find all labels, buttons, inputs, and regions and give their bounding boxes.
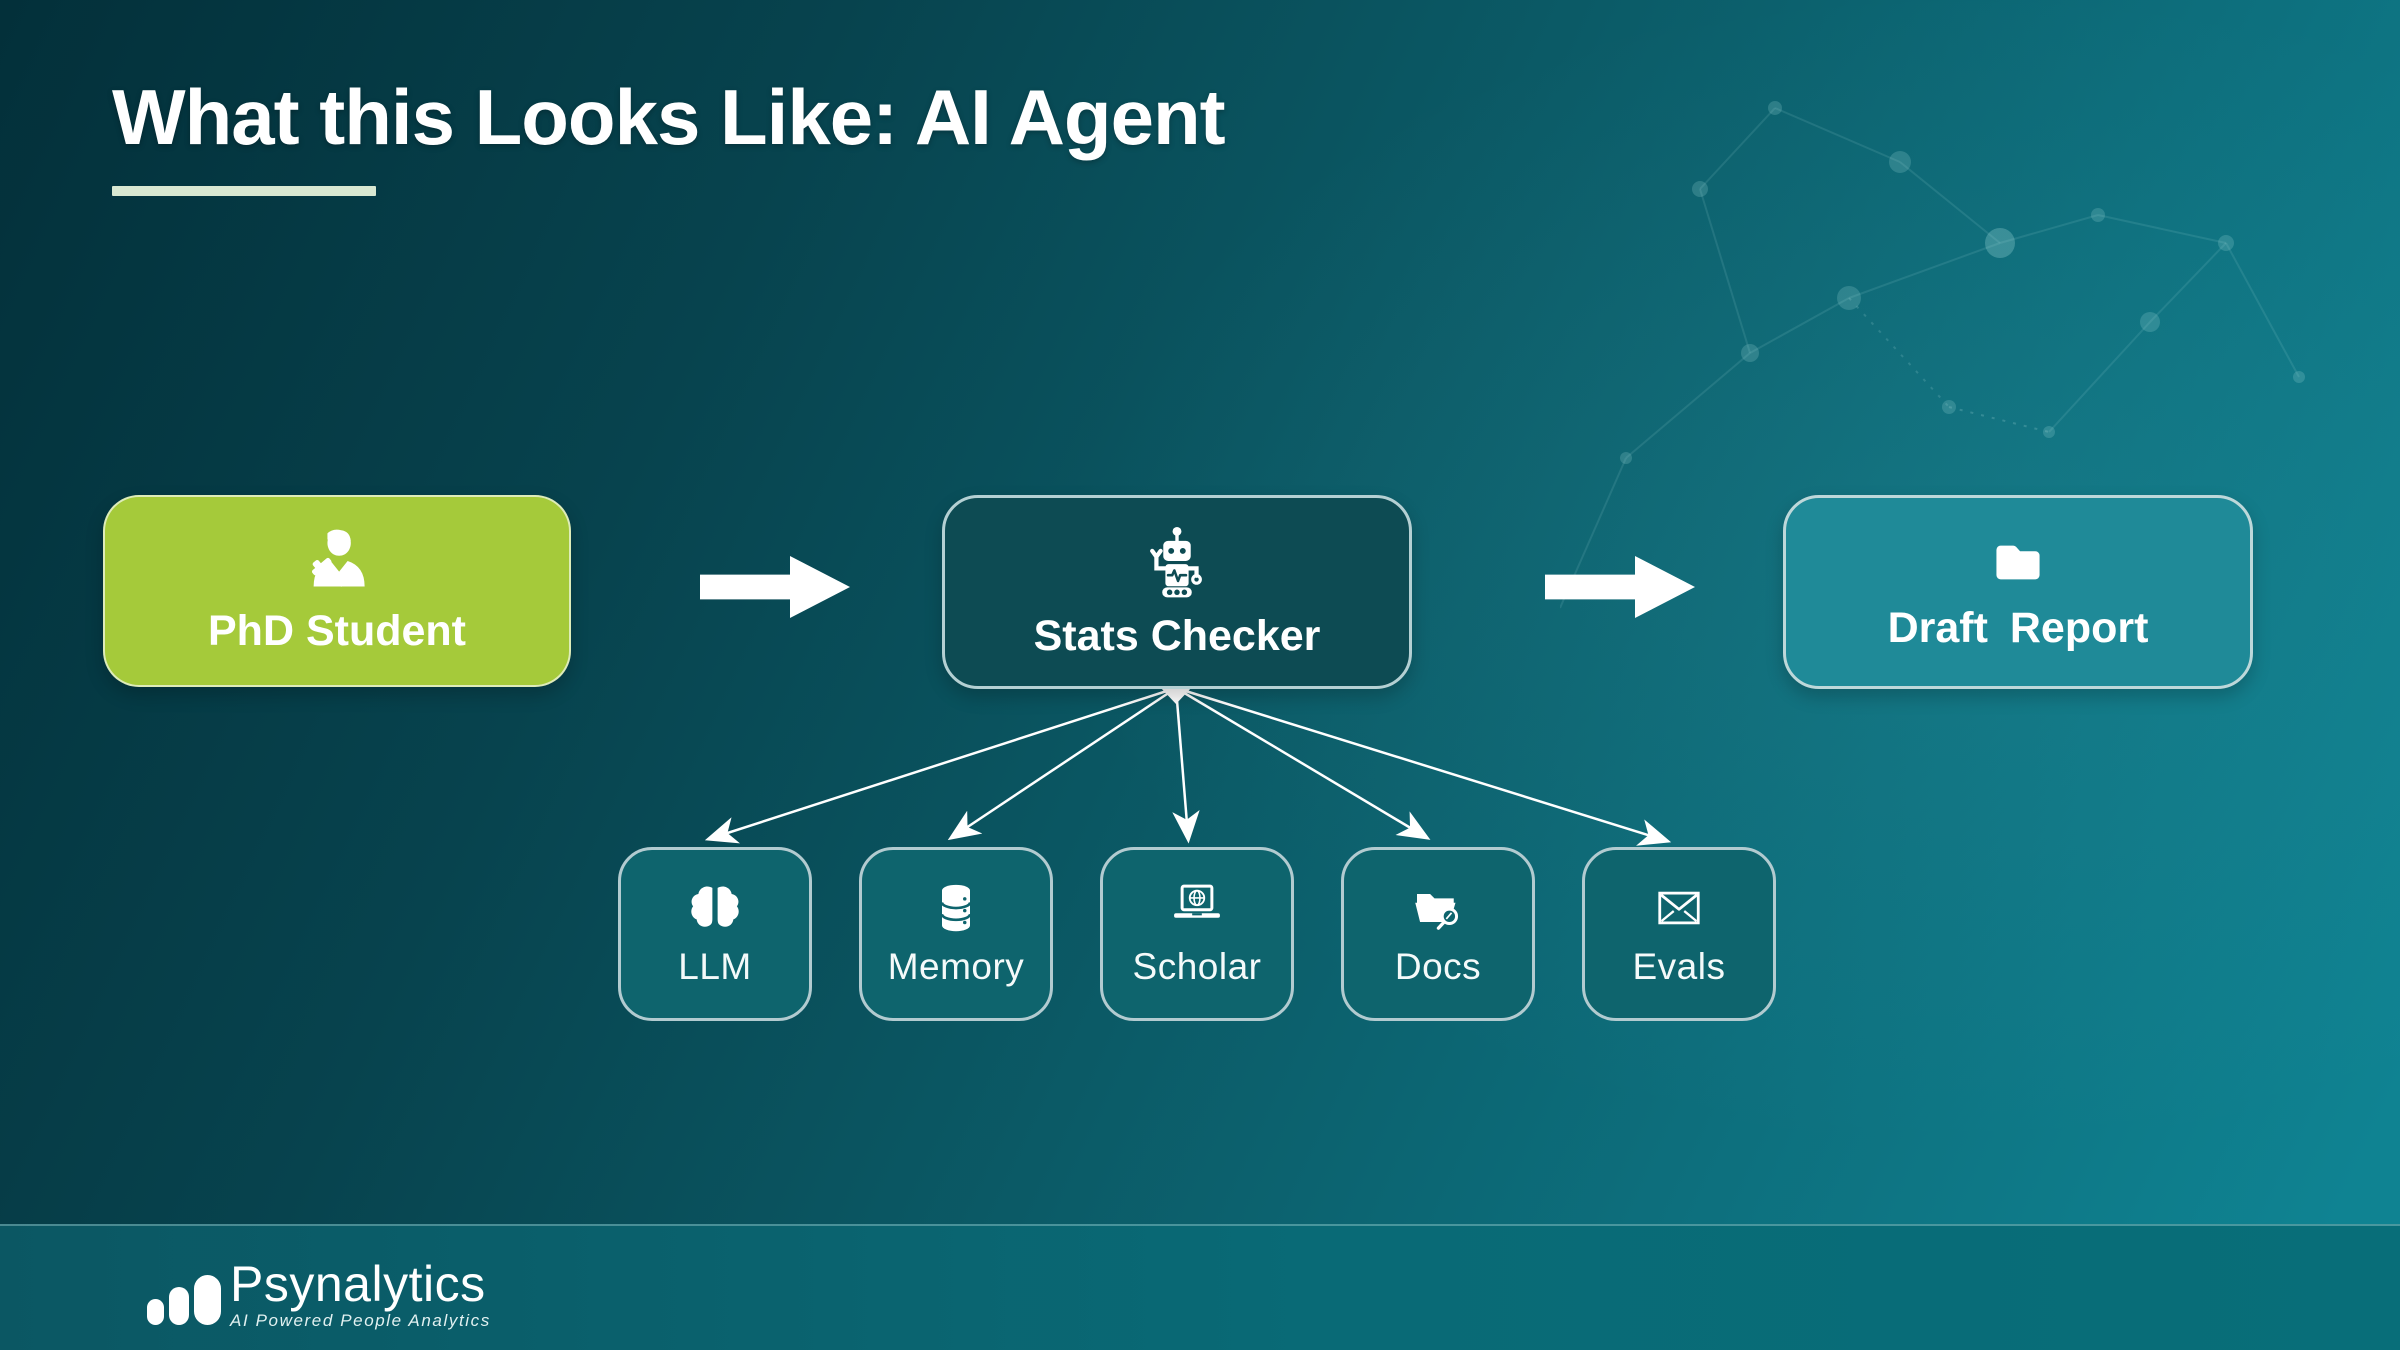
person-icon: [303, 527, 371, 595]
logo-wordmark: Psynalytics: [230, 1256, 486, 1312]
database-icon: [928, 880, 984, 936]
tool-card-scholar: Scholar: [1100, 847, 1294, 1021]
tool-label: LLM: [678, 946, 752, 987]
tool-label: Evals: [1632, 946, 1726, 987]
stats-checker-node: Stats Checker: [942, 495, 1412, 689]
tool-card-evals: Evals: [1582, 847, 1776, 1021]
tool-label: Scholar: [1132, 946, 1262, 987]
tool-card-llm: LLM: [618, 847, 812, 1021]
footer-bar: [0, 1224, 2400, 1350]
envelope-icon: [1651, 880, 1707, 936]
logo-dots-icon: [147, 1275, 221, 1331]
tool-card-docs: Docs: [1341, 847, 1535, 1021]
node-label: PhD Student: [208, 606, 466, 655]
constellation-decoration: [1560, 101, 2305, 609]
folder-icon: [1988, 532, 2048, 592]
right-arrow-icon: [700, 556, 850, 618]
phd-student-node: PhD Student: [103, 495, 571, 687]
brain-icon: [687, 880, 743, 936]
tool-label: Docs: [1394, 946, 1482, 987]
tool-label: Memory: [887, 946, 1025, 987]
page-title: What this Looks Like: AI Agent: [112, 73, 1226, 161]
node-label: Draft Report: [1887, 603, 2149, 652]
node-label: Stats Checker: [1033, 611, 1321, 660]
logo-tagline: AI Powered People Analytics: [230, 1311, 491, 1330]
robot-icon: [1139, 524, 1215, 600]
tool-card-memory: Memory: [859, 847, 1053, 1021]
folder-search-icon: [1409, 880, 1467, 936]
psynalytics-logo: Psynalytics AI Powered People Analytics: [147, 1258, 493, 1331]
draft-report-node: Draft Report: [1783, 495, 2253, 689]
laptop-globe-icon: [1168, 880, 1226, 936]
title-underline: [112, 186, 376, 196]
